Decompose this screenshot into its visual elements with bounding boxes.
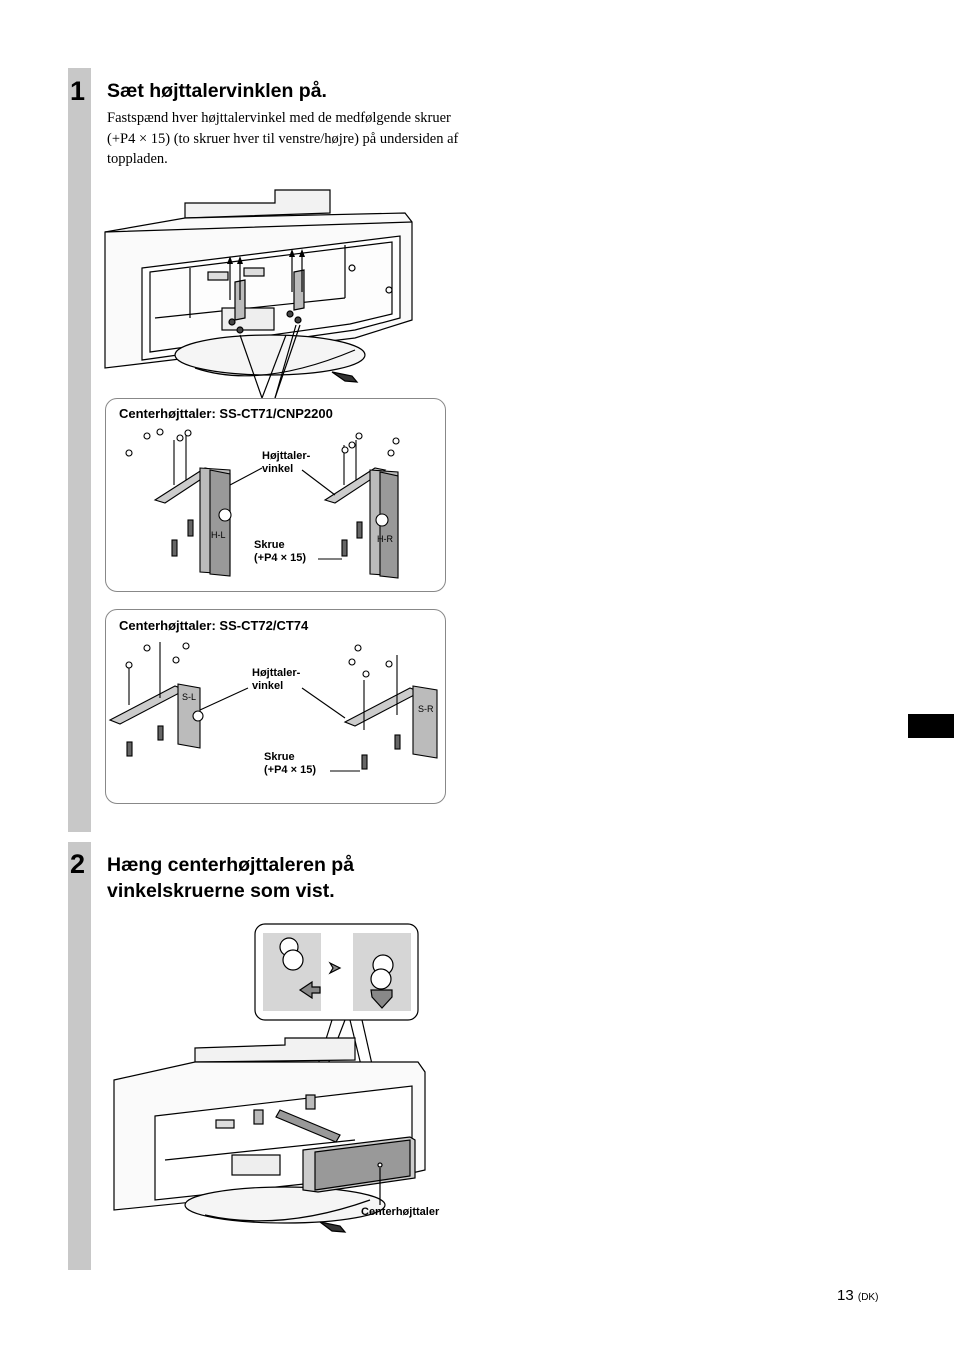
box-1-bracket-label: Højttaler- vinkel: [262, 450, 311, 475]
step-1-title: Sæt højttalervinklen på.: [107, 80, 327, 102]
box-2-title: Centerhøjttaler: SS-CT72/CT74: [119, 618, 309, 633]
step-1-number: 1: [70, 76, 86, 106]
box-2-screw-label: Skrue (+P4 × 15): [264, 751, 316, 776]
step-2-sidebar: [68, 842, 91, 1270]
box-2-bracket-label: Højttaler- vinkel: [252, 667, 301, 692]
box-1-title: Centerhøjttaler: SS-CT71/CNP2200: [119, 406, 333, 421]
step-1-instructions: Fastspænd hver højttalervinkel med de me…: [107, 110, 459, 167]
page-number: 13 (DK): [837, 1287, 879, 1304]
center-speaker-label: Centerhøjttaler: [361, 1206, 440, 1218]
step-1-sidebar: [68, 68, 91, 832]
step-2-number: 2: [70, 849, 86, 879]
box-1-screw-label: Skrue (+P4 × 15): [254, 539, 306, 564]
step-2-title: Hæng centerhøjttaleren på vinkelskruerne…: [107, 854, 355, 902]
section-tab-marker: [908, 714, 954, 738]
